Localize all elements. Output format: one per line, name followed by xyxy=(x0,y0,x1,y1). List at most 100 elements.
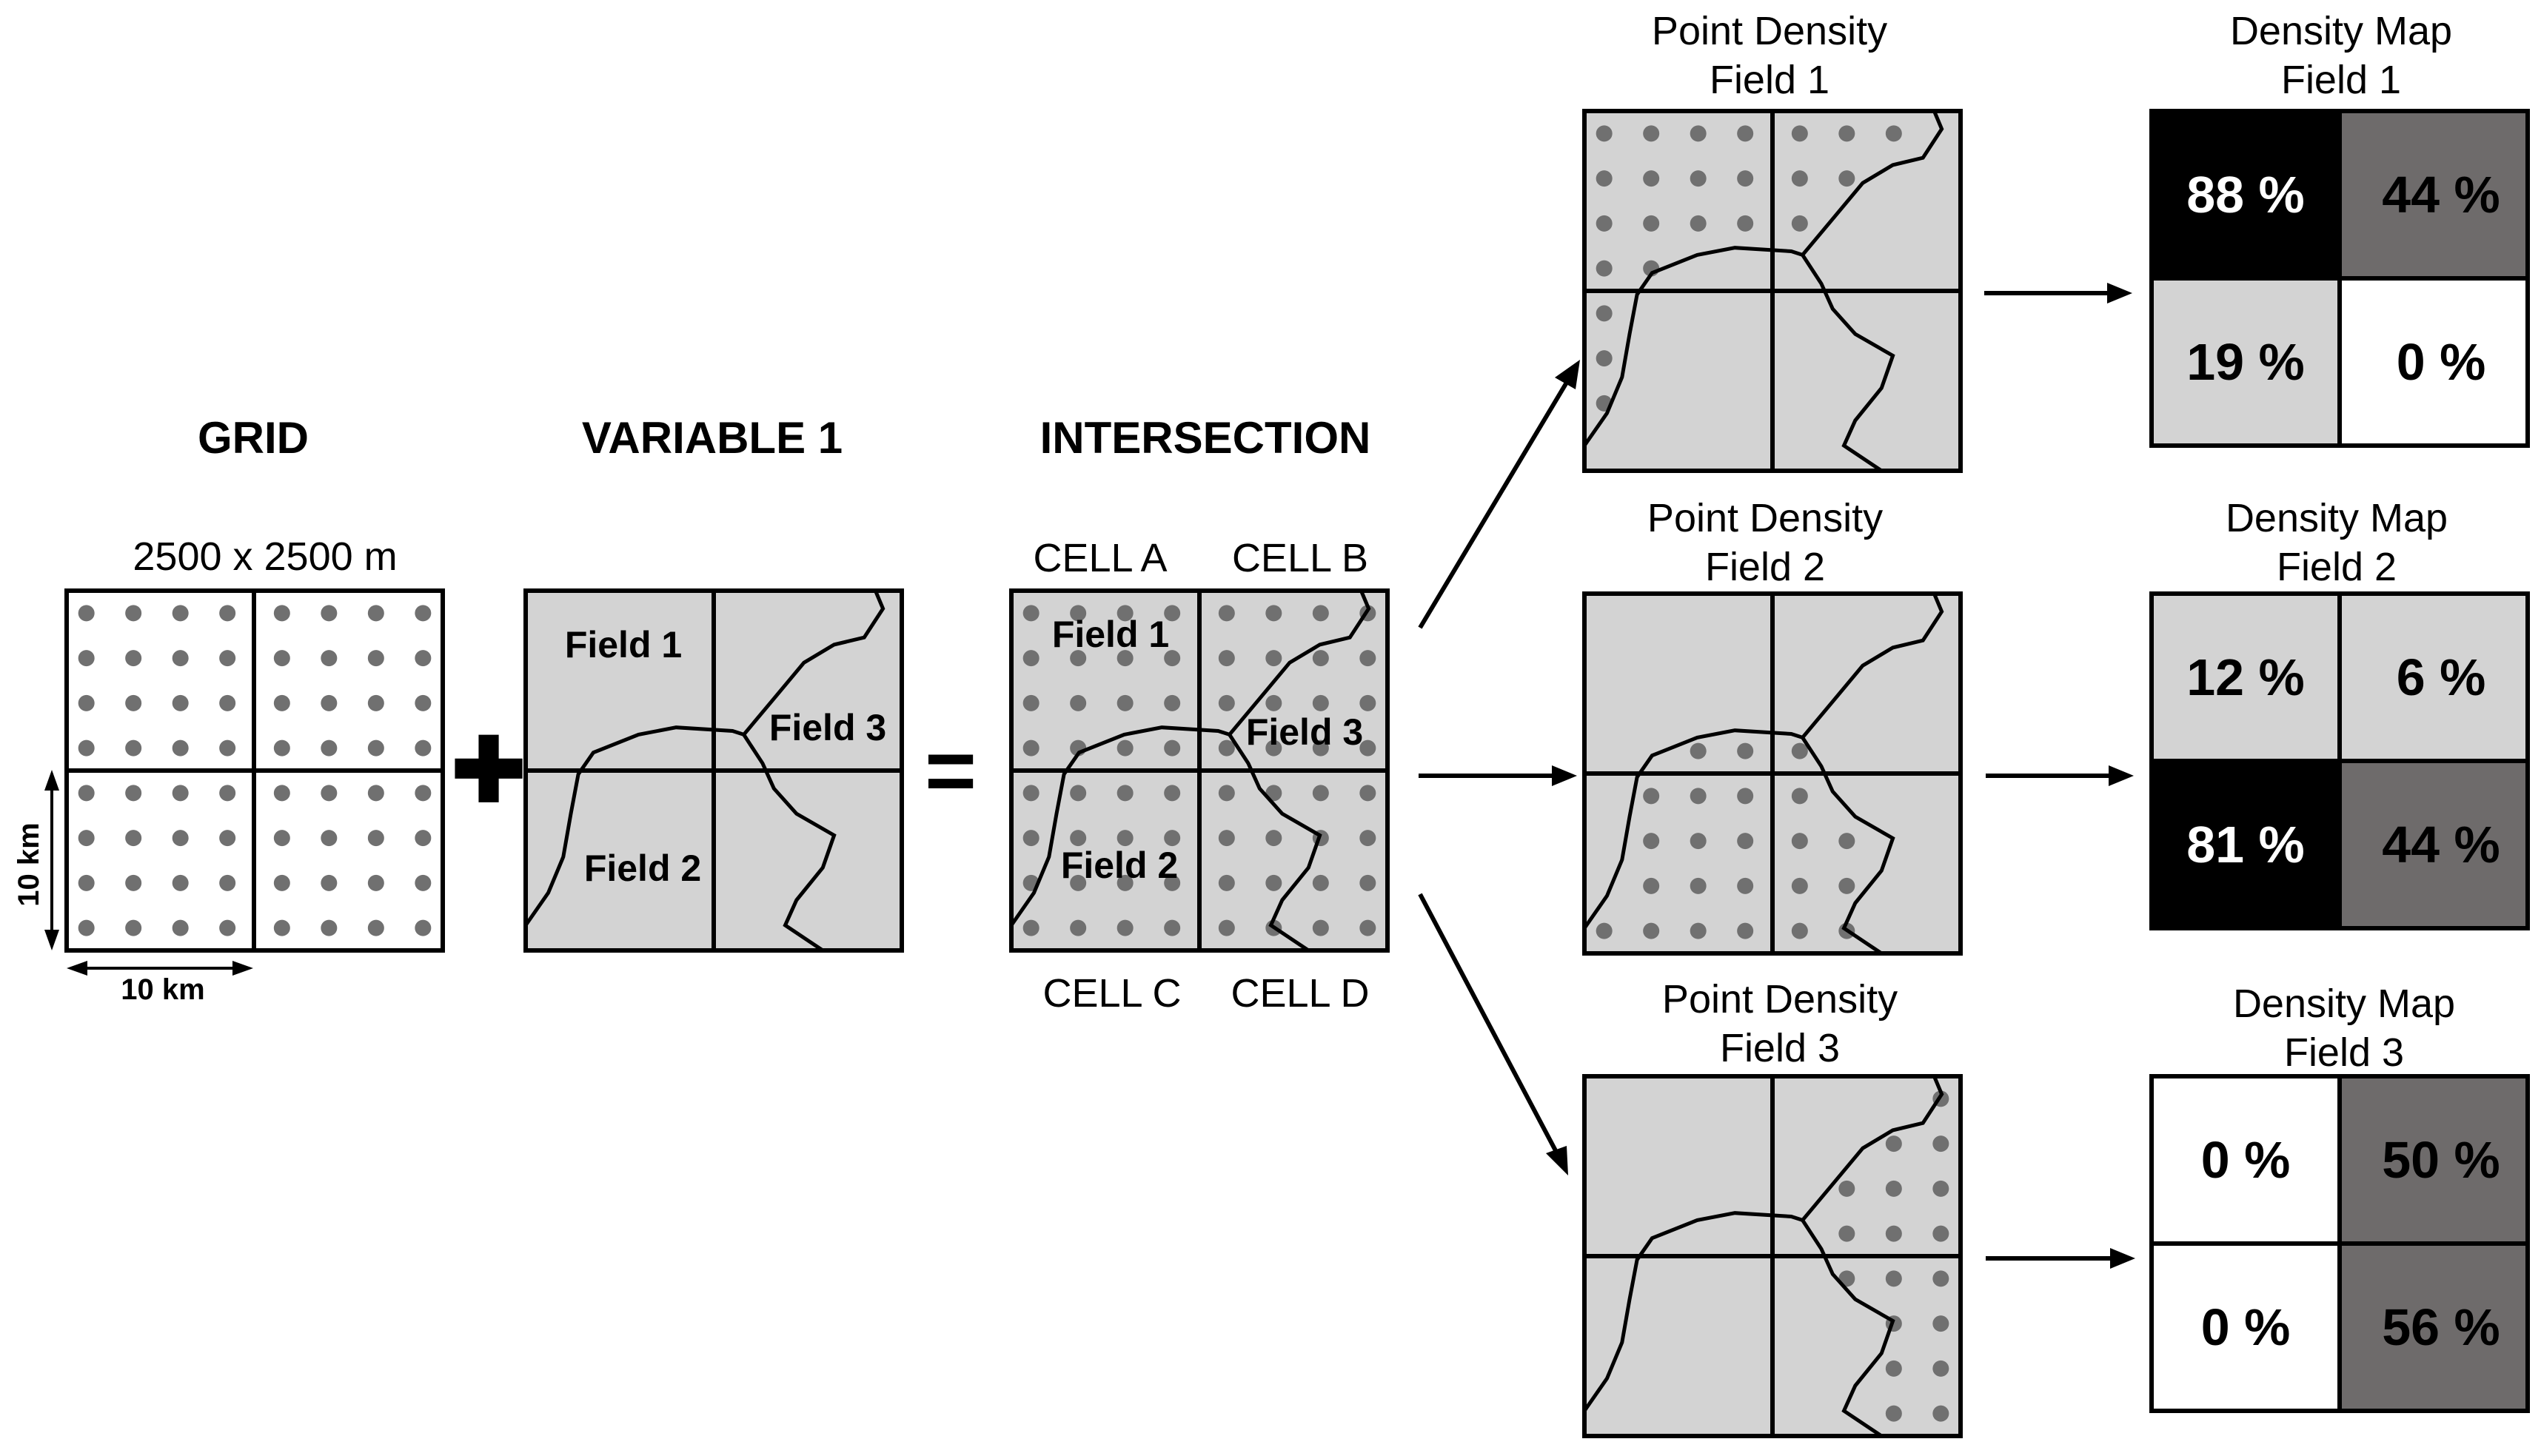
grid-dot xyxy=(78,605,95,622)
intersection-dot xyxy=(1359,694,1376,711)
point-density-dot xyxy=(1737,215,1754,232)
grid-dot xyxy=(219,874,236,891)
point-density-dot xyxy=(1690,742,1707,759)
grid-dot xyxy=(367,605,384,622)
field-boundary-1-2 xyxy=(1009,725,1231,927)
grid-dot xyxy=(273,874,290,891)
density-map-percentage: 44 % xyxy=(2382,166,2500,224)
intersection-dot xyxy=(1312,605,1329,622)
intersection-dot xyxy=(1070,650,1087,667)
point-density-dot xyxy=(1791,742,1808,759)
intersection-dot xyxy=(1359,874,1376,891)
grid-dot xyxy=(273,605,290,622)
intersection-dot xyxy=(1116,830,1134,847)
intersection-dot xyxy=(1022,785,1040,802)
intersection-dot xyxy=(1265,830,1282,847)
density-map-percentage: 6 % xyxy=(2397,648,2486,706)
grid-dot xyxy=(172,605,189,622)
intersection-dot xyxy=(1070,919,1087,936)
density-map-cell xyxy=(2152,111,2340,278)
arrow-to-point-density-1 xyxy=(1418,360,1580,629)
point-density-dot xyxy=(1932,1270,1949,1287)
variable-field1-label: Field 1 xyxy=(565,624,682,665)
grid-dot xyxy=(125,830,142,847)
intersection-dot xyxy=(1359,650,1376,667)
grid-size-label: 2500 x 2500 m xyxy=(133,534,397,579)
point-density-dot xyxy=(1690,215,1707,232)
point-density-dot xyxy=(1932,1360,1949,1377)
cell-b-label: CELL B xyxy=(1232,536,1368,580)
point-density-dot xyxy=(1643,922,1660,939)
grid-width-label: 10 km xyxy=(121,973,204,1006)
density-map-percentage: 12 % xyxy=(2186,648,2305,706)
variable-header: VARIABLE 1 xyxy=(582,413,843,463)
grid-dot xyxy=(273,785,290,802)
grid-dot xyxy=(415,650,432,667)
grid-dot xyxy=(125,739,142,756)
grid-height-label: 10 km xyxy=(13,822,45,906)
arrow-to-density-map-3 xyxy=(1986,1248,2135,1269)
density-map-percentage: 0 % xyxy=(2201,1131,2291,1189)
intersection-dot xyxy=(1218,650,1235,667)
intersection-dot xyxy=(1164,605,1181,622)
density-map-field-label: Field 1 xyxy=(2281,58,2401,102)
intersection-dot xyxy=(1312,919,1329,936)
intersection-dot xyxy=(1164,830,1181,847)
grid-dot xyxy=(78,739,95,756)
grid-dot xyxy=(321,650,338,667)
grid-dot xyxy=(367,830,384,847)
field-boundary-3 xyxy=(1800,110,1944,473)
grid-dot xyxy=(367,739,384,756)
intersection-dot xyxy=(1164,919,1181,936)
point-density-dot xyxy=(1932,1225,1949,1242)
intersection-dot xyxy=(1164,785,1181,802)
intersection-dot xyxy=(1265,605,1282,622)
intersection-dot xyxy=(1070,874,1087,891)
point-density-title: Point Density xyxy=(1662,977,1898,1021)
grid-dot xyxy=(415,605,432,622)
density-map-cell xyxy=(2340,1076,2528,1244)
grid-dot xyxy=(219,785,236,802)
point-density-dot xyxy=(1885,1225,1902,1242)
arrow-to-density-map-2 xyxy=(1986,765,2134,786)
point-density-dot xyxy=(1885,125,1902,142)
density-map-cell xyxy=(2340,594,2528,761)
intersection-dot xyxy=(1164,739,1181,756)
field-boundary-1-2 xyxy=(523,725,745,927)
grid-dot xyxy=(172,919,189,936)
intersection-dot xyxy=(1218,874,1235,891)
grid-dot xyxy=(125,605,142,622)
point-density-dot xyxy=(1643,788,1660,805)
grid-dot xyxy=(78,785,95,802)
point-density-dot xyxy=(1838,833,1855,850)
equals-operator: = xyxy=(925,721,977,820)
field-boundary-3 xyxy=(1800,593,1944,956)
field-boundary-3 xyxy=(1227,590,1371,953)
intersection-dot xyxy=(1359,739,1376,756)
point-density-dot xyxy=(1791,922,1808,939)
point-density-field-label: Field 3 xyxy=(1720,1026,1840,1070)
point-density-dot xyxy=(1596,305,1613,322)
density-map-title: Density Map xyxy=(2226,496,2448,540)
intersection-field2-label: Field 2 xyxy=(1061,845,1178,886)
point-density-dot xyxy=(1690,788,1707,805)
grid-dot xyxy=(78,874,95,891)
point-density-dot xyxy=(1643,125,1660,142)
point-density-dot xyxy=(1596,350,1613,367)
grid-dot xyxy=(321,874,338,891)
intersection-dot xyxy=(1218,694,1235,711)
intersection-dot xyxy=(1312,785,1329,802)
grid-panel xyxy=(64,588,445,953)
grid-dot xyxy=(78,694,95,711)
density-map-cell xyxy=(2152,761,2340,928)
point-density-dot xyxy=(1885,1360,1902,1377)
grid-dot xyxy=(321,785,338,802)
point-density-dot xyxy=(1596,260,1613,277)
intersection-dot xyxy=(1218,605,1235,622)
point-density-dot xyxy=(1885,1270,1902,1287)
grid-dot xyxy=(172,785,189,802)
grid-dot xyxy=(415,830,432,847)
